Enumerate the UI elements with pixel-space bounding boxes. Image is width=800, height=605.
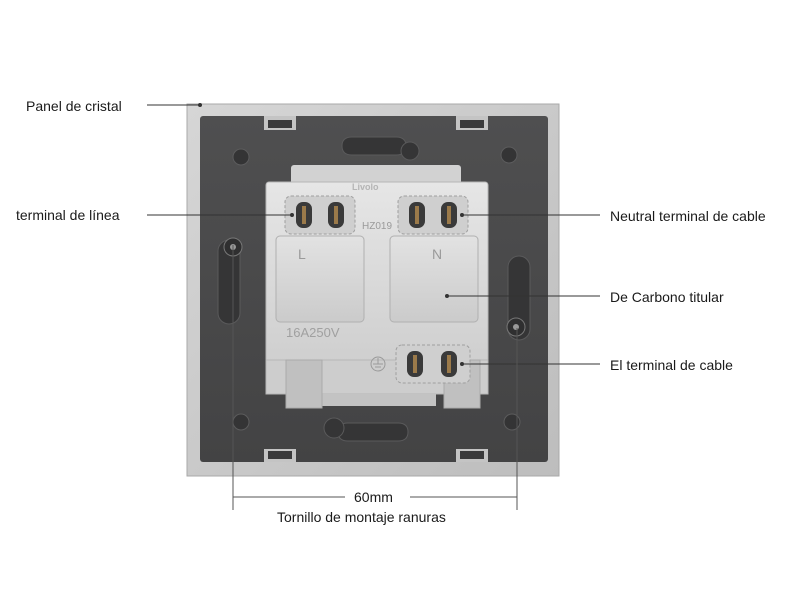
bottom-mounting-slot <box>323 417 409 442</box>
ground-terminal-dot <box>460 362 464 366</box>
label-glass-panel: Panel de cristal <box>26 98 122 114</box>
left-contact-block <box>275 235 365 323</box>
glass-panel-dot <box>198 103 202 107</box>
line-mark: L <box>298 246 306 262</box>
module-rating: 16A250V <box>286 325 340 340</box>
leader-lines <box>147 104 600 365</box>
label-neutral-terminal: Neutral terminal de cable <box>610 208 766 224</box>
neutral-terminal <box>397 195 469 235</box>
right-contact-block <box>389 235 479 323</box>
dimension-caption: Tornillo de montaje ranuras <box>277 509 446 525</box>
ground-symbol-icon <box>370 356 386 372</box>
line-terminal-dot <box>290 213 294 217</box>
label-ground-terminal: El terminal de cable <box>610 357 733 373</box>
neutral-mark: N <box>432 246 442 262</box>
label-carbon-holder: De Carbono titular <box>610 289 724 305</box>
ground-terminal <box>395 344 471 384</box>
right-mounting-slot <box>506 255 531 341</box>
label-line-terminal: terminal de línea <box>16 207 120 223</box>
dimension-line <box>232 245 518 510</box>
module-brand: Livolo <box>352 182 379 192</box>
line-terminal <box>284 195 356 235</box>
corner-holes <box>232 146 521 431</box>
module-model: HZ019 <box>362 221 392 232</box>
top-mounting-slot <box>341 136 420 161</box>
neutral-terminal-dot <box>460 213 464 217</box>
left-mounting-slot <box>217 237 243 325</box>
carbon-holder-dot <box>445 294 449 298</box>
dimension-value: 60mm <box>354 489 393 505</box>
